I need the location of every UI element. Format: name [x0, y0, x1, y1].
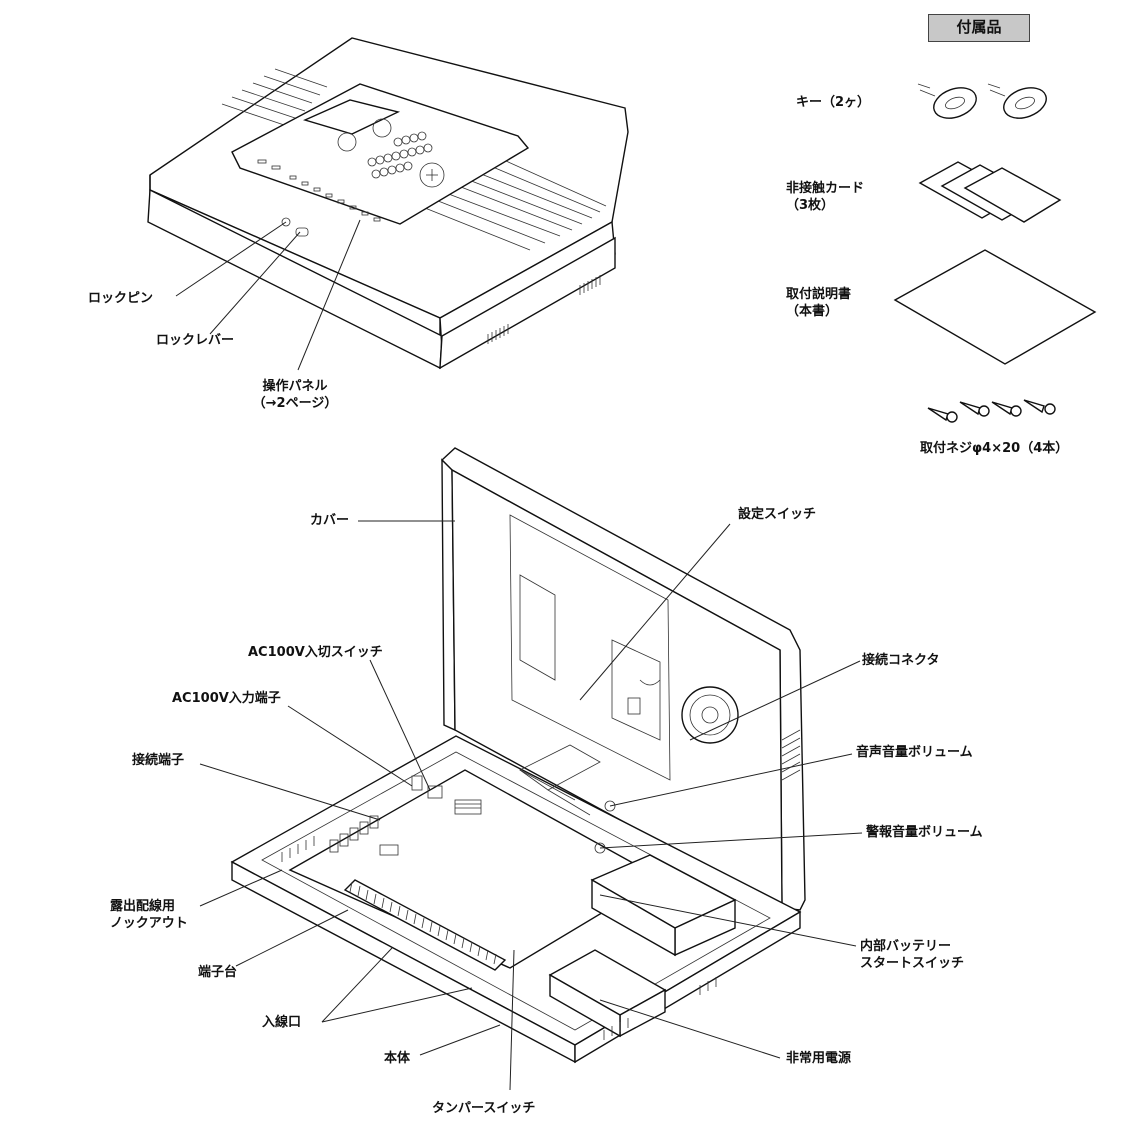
body-label: 本体 — [384, 1051, 411, 1066]
card-label: 非接触カード （3枚） — [786, 181, 865, 213]
connection-terminals — [329, 815, 399, 856]
knockout-label: 露出配線用 ノックアウト — [110, 899, 188, 931]
keypad-buttons — [367, 131, 433, 179]
base-vents — [281, 836, 717, 1040]
connector-label: 接続コネクタ — [862, 653, 940, 668]
key-label: キー（2ヶ） — [796, 95, 871, 110]
lock-pin-label: ロックピン — [88, 291, 154, 306]
screws-illustration — [927, 399, 1056, 423]
manual-label: 取付説明書 （本書） — [786, 287, 852, 319]
setting-switch-label: 設定スイッチ — [738, 507, 817, 522]
open-unit-illustration — [230, 447, 806, 1064]
tamper-switch-label: タンパースイッチ — [432, 1101, 536, 1116]
closed-unit-illustration — [147, 37, 629, 370]
operation-panel-label: 操作パネル （→2ページ） — [252, 379, 338, 411]
side-vents — [487, 275, 601, 344]
contactless-cards-illustration — [918, 161, 1062, 223]
alarm-volume-label: 警報音量ボリューム — [866, 825, 983, 840]
entry-port-label: 入線口 — [262, 1015, 302, 1030]
voice-volume-label: 音声音量ボリューム — [856, 745, 973, 760]
cover-vents — [781, 729, 801, 781]
screw-label: 取付ネジφ4×20（4本） — [920, 441, 1069, 456]
lock-pin — [281, 217, 291, 227]
battery-switch-label: 内部バッテリー スタートスイッチ — [860, 939, 965, 971]
ac-terminal-label: AC100V入力端子 — [172, 691, 281, 706]
key-pair-illustration — [917, 83, 1047, 119]
speaker — [681, 686, 739, 744]
indicator-leds — [257, 159, 381, 222]
ac-switch-area — [411, 775, 482, 815]
lock-lever-label: ロックレバー — [156, 333, 235, 348]
connect-terminal-label: 接続端子 — [132, 753, 185, 768]
terminal-screws — [349, 881, 497, 965]
cover-label: カバー — [310, 513, 350, 528]
manual-sheet-illustration — [893, 249, 1097, 365]
ac-switch-label: AC100V入切スイッチ — [248, 645, 383, 660]
terminal-block-label: 端子台 — [198, 965, 238, 980]
lock-lever — [295, 227, 309, 237]
emergency-power-label: 非常用電源 — [786, 1051, 852, 1066]
accessories-title: 付属品 — [928, 14, 1030, 42]
voice-volume-knob — [604, 800, 616, 812]
vent-ribs-left — [221, 68, 328, 128]
